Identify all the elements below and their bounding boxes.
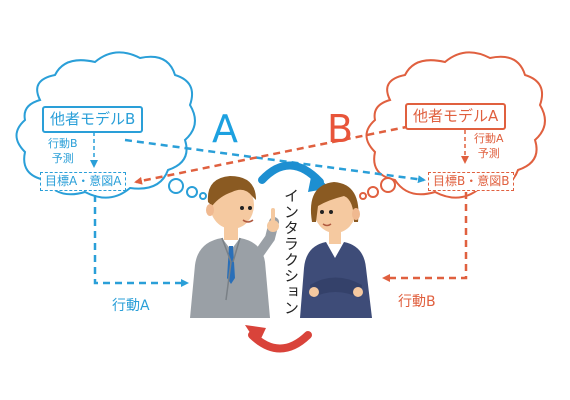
goal-b-box: 目標B・意図B [428,172,515,192]
cycle-arrow-icon [245,161,330,353]
arrow-action-a [93,195,189,287]
model-a-box: 他者モデルA [405,103,507,130]
goal-a-box: 目標A・意図A [40,172,127,192]
businesswoman-icon [300,182,372,318]
label-b: B [327,107,354,151]
action-a-label: 行動A [112,298,150,314]
label-a: A [212,107,238,151]
model-b-box: 他者モデルB [42,106,144,133]
arrow-model-a-to-goal-a [134,110,481,185]
predict-b-text: 行動B 予測 [48,137,78,165]
predict-a-text: 行動A 予測 [474,132,504,160]
action-b-label: 行動B [398,294,436,310]
interaction-label: インタラクション [282,188,300,316]
arrow-model-b-to-goal-b [124,138,426,184]
arrow-action-b [382,192,468,282]
businessman-icon [190,176,279,318]
